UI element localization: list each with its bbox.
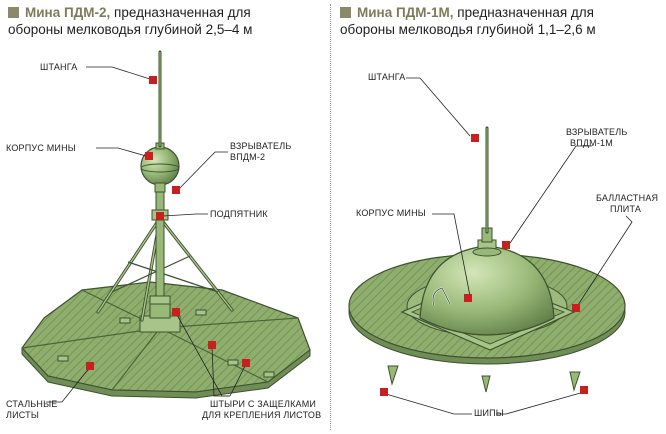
- pdm1m-label-fuse-1: ВЗРЫВАТЕЛЬ: [566, 127, 628, 137]
- pdm1m-label-spikes: ШИПЫ: [474, 408, 504, 418]
- pdm1m-label-fuse-2: ВПДМ-1М: [570, 138, 613, 148]
- marker-squares: [380, 134, 588, 396]
- pdm1m-title-name: Мина ПДМ-1М,: [357, 5, 454, 20]
- pdm1m-title: Мина ПДМ-1М, предназначенная для обороны…: [340, 4, 596, 38]
- pdm2-title-rest: предназначенная для: [114, 5, 251, 20]
- pdm2-illustration: [21, 50, 311, 403]
- pdm1m-panel: Мина ПДМ-1М, предназначенная для обороны…: [332, 0, 666, 434]
- pdm1m-label-rod: ШТАНГА: [368, 72, 406, 82]
- pdm2-label-bearing: ПОДПЯТНИК: [210, 209, 268, 219]
- pdm1m-label-ballast-1: БАЛЛАСТНАЯ: [596, 193, 659, 203]
- pdm2-title-line2: обороны мелководья глубиной 2,5–4 м: [8, 22, 253, 37]
- pdm2-label-pins-2: ДЛЯ КРЕПЛЕНИЯ ЛИСТОВ: [202, 410, 322, 420]
- title-square-icon: [340, 7, 351, 18]
- pdm2-label-body: КОРПУС МИНЫ: [6, 143, 76, 153]
- pdm2-title-name: Мина ПДМ-2,: [25, 5, 111, 20]
- pdm1m-illustration: [348, 77, 633, 415]
- title-square-icon: [8, 7, 19, 18]
- pdm2-label-sheets-2: ЛИСТЫ: [6, 410, 40, 420]
- pdm1m-label-body: КОРПУС МИНЫ: [356, 208, 426, 218]
- pdm2-label-fuse-1: ВЗРЫВАТЕЛЬ: [230, 141, 292, 151]
- pdm1m-title-rest: предназначенная для: [457, 5, 594, 20]
- spikes: [387, 365, 581, 393]
- pin-latches: [57, 309, 275, 378]
- pdm2-panel: Мина ПДМ-2, предназначенная для обороны …: [0, 0, 330, 434]
- pdm2-title: Мина ПДМ-2, предназначенная для обороны …: [8, 4, 252, 38]
- pdm2-label-sheets-1: СТАЛЬНЫЕ: [6, 399, 58, 409]
- pdm2-label-pins-1: ШТЫРИ С ЗАЩЕЛКАМИ: [210, 399, 317, 409]
- pdm1m-title-line2: обороны мелководья глубиной 1,1–2,6 м: [340, 22, 596, 37]
- panel-divider: [330, 4, 331, 430]
- pdm2-label-fuse-2: ВПДМ-2: [230, 152, 266, 162]
- pdm1m-label-ballast-2: ПЛИТА: [610, 204, 642, 214]
- marker-squares: [86, 76, 250, 370]
- pdm2-label-rod: ШТАНГА: [40, 62, 78, 72]
